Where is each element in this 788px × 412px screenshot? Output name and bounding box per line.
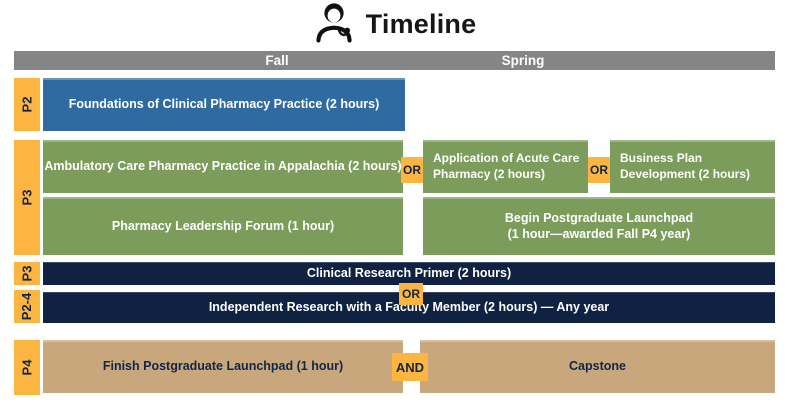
course-finish-launchpad: Finish Postgraduate Launchpad (1 hour) — [43, 340, 403, 393]
course-begin-launchpad-line1: Begin Postgraduate Launchpad — [504, 210, 694, 225]
spring-column-header: Spring — [501, 53, 545, 68]
year-tab-p4: P4 — [14, 340, 40, 395]
doctor-stethoscope-icon — [312, 2, 356, 46]
year-tab-p3-research: P3 — [14, 262, 40, 285]
year-tab-p2-4-label: P2-4 — [19, 292, 35, 321]
semester-header-bar: Fall Spring — [14, 51, 775, 70]
course-ambulatory-care: Ambulatory Care Pharmacy Practice in App… — [43, 140, 403, 193]
or-connector-1: OR — [401, 157, 423, 183]
course-research-primer: Clinical Research Primer (2 hours) — [43, 262, 775, 285]
year-tab-p3-label: P3 — [19, 189, 35, 206]
course-independent-research: Independent Research with a Faculty Memb… — [43, 292, 775, 323]
course-begin-launchpad-line2: (1 hour—awarded Fall P4 year) — [507, 227, 691, 241]
fall-column-header: Fall — [265, 53, 289, 68]
course-business-plan: Business Plan Development (2 hours) — [610, 140, 775, 193]
and-connector: AND — [392, 353, 428, 381]
or-connector-2: OR — [588, 157, 610, 183]
course-acute-care: Application of Acute Care Pharmacy (2 ho… — [423, 140, 588, 193]
page-title: Timeline — [365, 8, 477, 39]
course-begin-launchpad: Begin Postgraduate Launchpad (1 hour—awa… — [423, 197, 775, 255]
year-tab-p3: P3 — [14, 140, 40, 255]
year-tab-p3-research-label: P3 — [19, 265, 35, 282]
course-capstone: Capstone — [420, 340, 775, 393]
year-tab-p2-4: P2-4 — [14, 290, 40, 323]
year-tab-p2: P2 — [14, 78, 40, 131]
course-leadership-forum: Pharmacy Leadership Forum (1 hour) — [43, 197, 403, 255]
year-tab-p4-label: P4 — [19, 359, 35, 376]
page-title-group: Timeline — [0, 1, 788, 47]
course-foundations: Foundations of Clinical Pharmacy Practic… — [43, 78, 405, 131]
year-tab-p2-label: P2 — [19, 96, 35, 113]
or-connector-3: OR — [399, 283, 423, 305]
